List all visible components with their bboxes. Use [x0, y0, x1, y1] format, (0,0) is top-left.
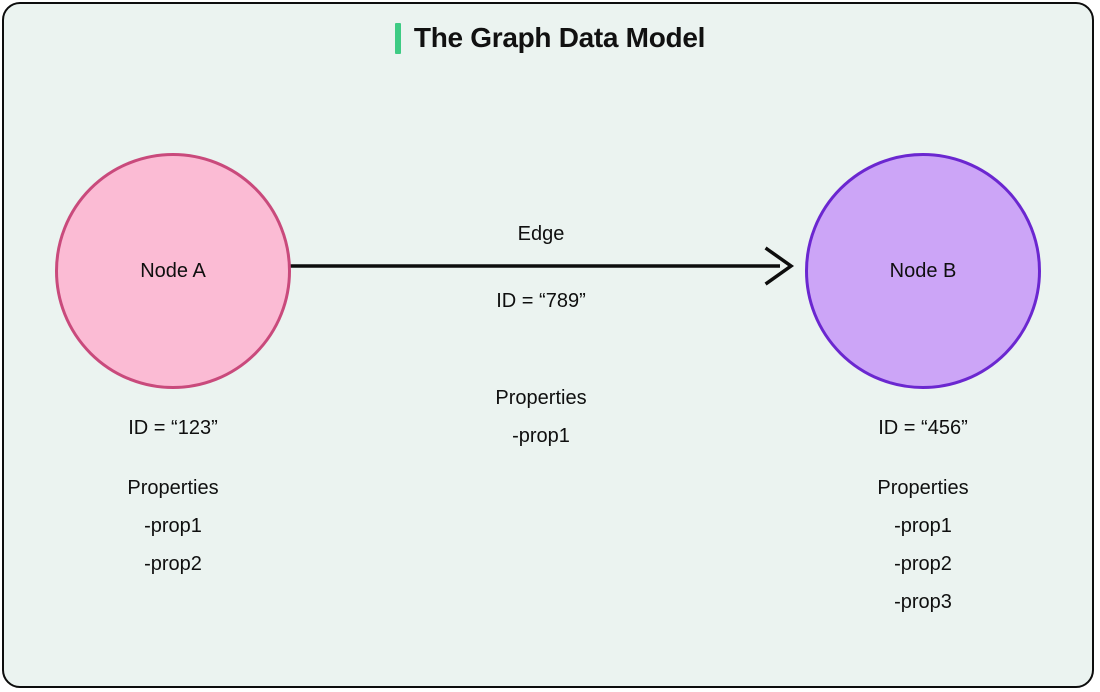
- edge-properties-heading: Properties: [495, 387, 587, 409]
- arrowhead-icon: [764, 246, 795, 286]
- edge-id: ID = “789”: [496, 290, 586, 312]
- node-b-properties-heading: Properties: [877, 477, 969, 499]
- node-a-property: -prop1: [144, 515, 202, 537]
- node-a-label: Node A: [140, 259, 206, 282]
- edge-property: -prop1: [512, 425, 570, 447]
- title-text: The Graph Data Model: [413, 22, 706, 53]
- node-a-properties-heading: Properties: [127, 477, 219, 499]
- node-b-details: ID = “456” Properties -prop1 -prop2 -pro…: [803, 409, 1043, 621]
- node-b-label: Node B: [889, 259, 957, 282]
- node-b-property: -prop3: [894, 591, 952, 613]
- edge-label: Edge: [517, 223, 565, 245]
- page-title: The Graph Data Model: [4, 22, 1092, 54]
- node-b[interactable]: Node B: [805, 153, 1041, 389]
- node-a-property: -prop2: [144, 553, 202, 575]
- node-a[interactable]: Node A: [55, 153, 291, 389]
- title-accent-bar: [394, 22, 401, 54]
- node-a-id: ID = “123”: [128, 417, 218, 439]
- node-b-property: -prop2: [894, 553, 952, 575]
- node-a-details: ID = “123” Properties -prop1 -prop2: [53, 409, 293, 583]
- node-b-property: -prop1: [894, 515, 952, 537]
- node-b-id: ID = “456”: [878, 417, 968, 439]
- edge-details: Properties -prop1: [421, 379, 661, 455]
